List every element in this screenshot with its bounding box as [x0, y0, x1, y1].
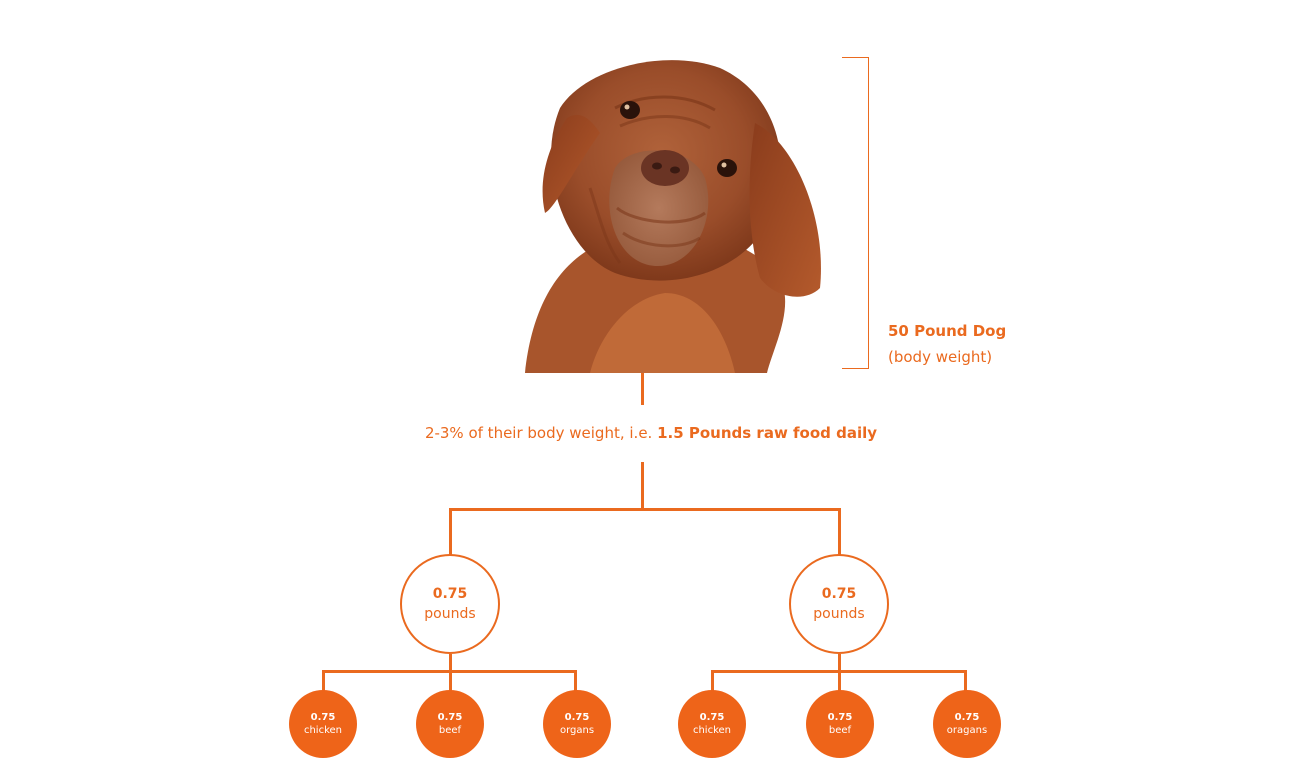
leaf-circle-left-beef: 0.75 beef: [416, 690, 484, 758]
daily-amount-bold: 1.5 Pounds raw food daily: [657, 424, 877, 442]
connector-drop-right: [838, 508, 841, 556]
split-amount: 0.75: [822, 584, 857, 604]
leaf-circle-left-organs: 0.75 organs: [543, 690, 611, 758]
leaf-circle-right-organs: 0.75 oragans: [933, 690, 1001, 758]
weight-title: 50 Pound Dog: [888, 318, 1006, 344]
leaf-kind: beef: [829, 724, 851, 737]
leaf-kind: chicken: [304, 724, 342, 737]
daily-amount-prefix: 2-3% of their body weight, i.e.: [425, 424, 657, 442]
dog-photo: [505, 48, 835, 373]
connector-dog-to-daily: [641, 373, 644, 405]
leaf-amount: 0.75: [438, 711, 463, 724]
connector-left-leaf-3: [574, 670, 577, 692]
connector-left-leaf-1: [322, 670, 325, 692]
split-amount: 0.75: [433, 584, 468, 604]
leaf-kind: organs: [560, 724, 594, 737]
leaf-amount: 0.75: [700, 711, 725, 724]
connector-right-leaf-1: [711, 670, 714, 692]
connector-drop-left: [449, 508, 452, 556]
leaf-amount: 0.75: [565, 711, 590, 724]
size-bracket: [842, 57, 869, 369]
connector-left-leaf-2: [449, 670, 452, 692]
connector-daily-trunk: [641, 462, 644, 510]
leaf-circle-left-chicken: 0.75 chicken: [289, 690, 357, 758]
leaf-kind: oragans: [947, 724, 987, 737]
leaf-amount: 0.75: [828, 711, 853, 724]
split-circle-left: 0.75 pounds: [400, 554, 500, 654]
leaf-circle-right-chicken: 0.75 chicken: [678, 690, 746, 758]
connector-split-bar: [449, 508, 841, 511]
leaf-amount: 0.75: [311, 711, 336, 724]
split-unit: pounds: [813, 604, 864, 624]
weight-label: 50 Pound Dog (body weight): [888, 318, 1006, 370]
leaf-kind: beef: [439, 724, 461, 737]
split-circle-right: 0.75 pounds: [789, 554, 889, 654]
weight-subtitle: (body weight): [888, 344, 1006, 370]
leaf-kind: chicken: [693, 724, 731, 737]
connector-right-leaf-3: [964, 670, 967, 692]
leaf-amount: 0.75: [955, 711, 980, 724]
connector-right-leaf-2: [838, 670, 841, 692]
leaf-circle-right-beef: 0.75 beef: [806, 690, 874, 758]
daily-amount-text: 2-3% of their body weight, i.e. 1.5 Poun…: [0, 424, 1302, 442]
split-unit: pounds: [424, 604, 475, 624]
